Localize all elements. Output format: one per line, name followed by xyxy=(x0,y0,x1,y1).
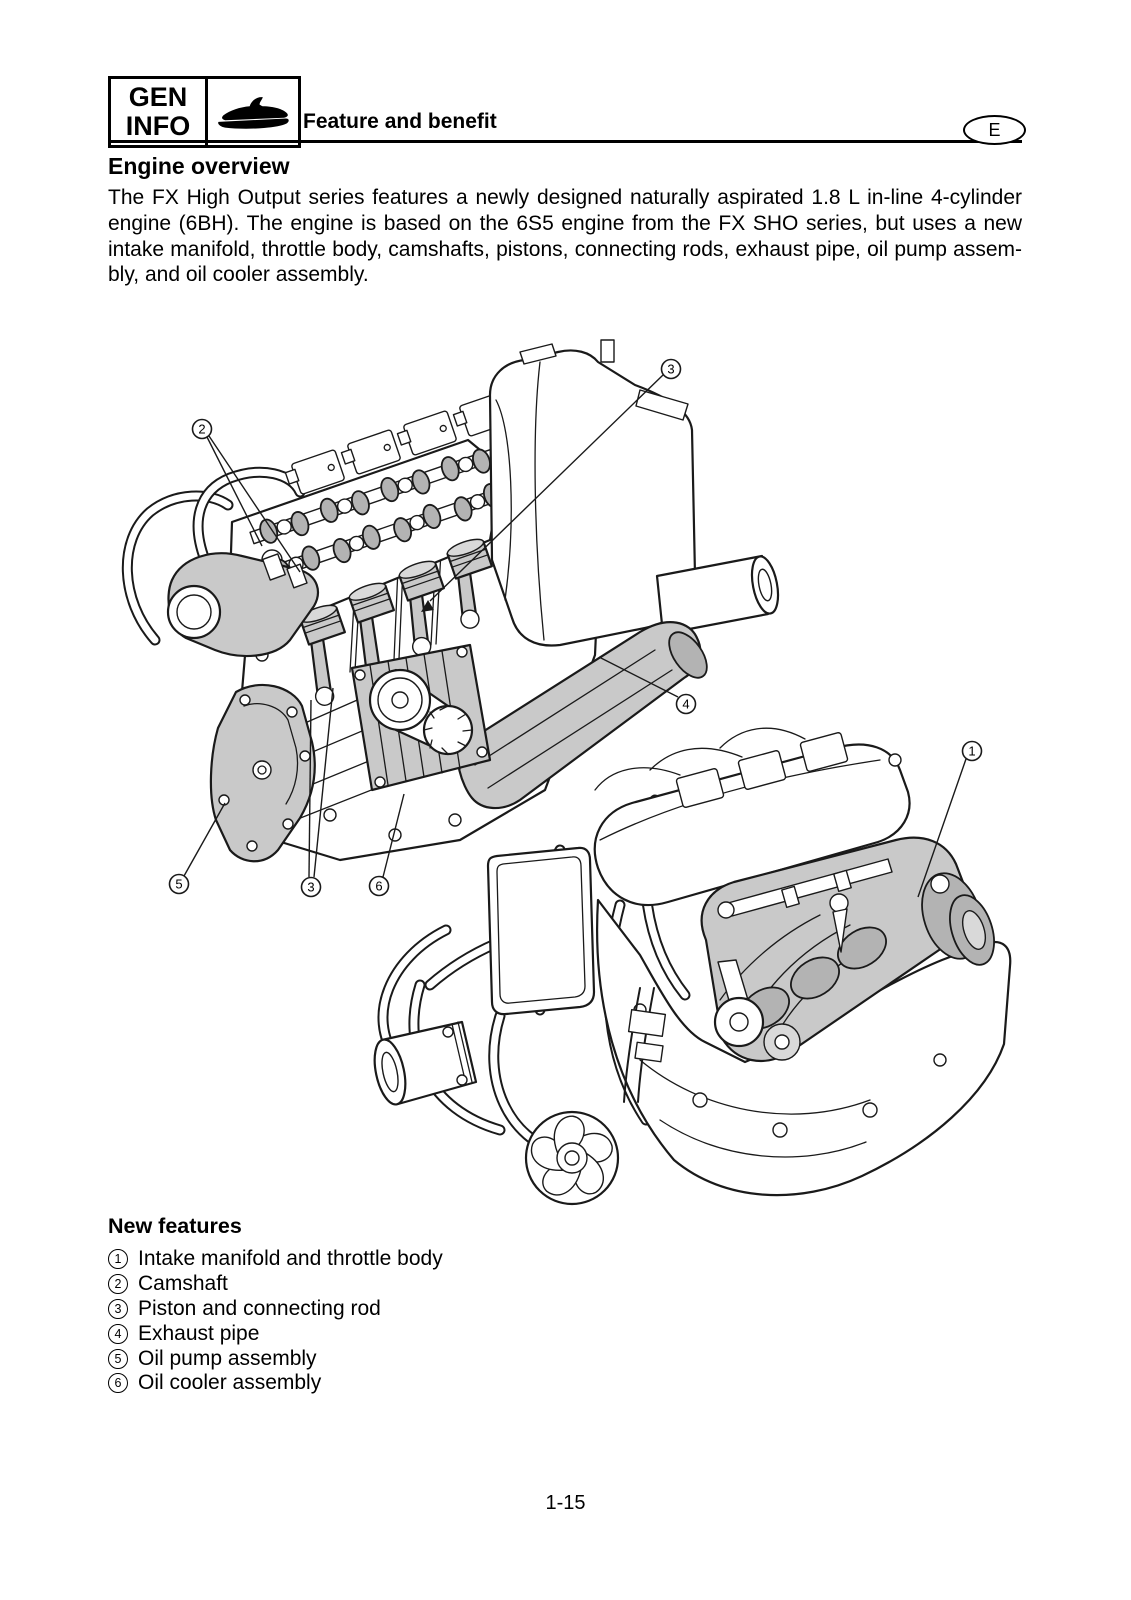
callout-label: 1 xyxy=(968,744,975,759)
feature-item: 5 Oil pump assembly xyxy=(108,1346,708,1371)
output-shaft xyxy=(373,1020,478,1106)
page-section-title: Feature and benefit xyxy=(303,110,497,133)
callout-label: 4 xyxy=(682,697,689,712)
feature-number-badge: 4 xyxy=(108,1323,128,1344)
header-rule xyxy=(108,140,1022,143)
callout-4 xyxy=(675,693,697,715)
engine-figure-1: 2 3 4 5 3 6 xyxy=(121,339,780,898)
feature-label: Oil pump assembly xyxy=(138,1346,317,1370)
throttle-body xyxy=(166,552,319,658)
callout-label: 2 xyxy=(198,422,205,437)
section-tag: GEN INFO xyxy=(111,79,208,145)
feature-number-badge: 1 xyxy=(108,1249,128,1270)
section-tag-line1: GEN xyxy=(128,82,188,112)
feature-label: Piston and connecting rod xyxy=(138,1296,381,1320)
feature-label: Camshaft xyxy=(138,1272,228,1296)
feature-item: 4 Exhaust pipe xyxy=(108,1321,708,1346)
feature-item: 1 Intake manifold and throttle body xyxy=(108,1247,708,1272)
intake-manifold xyxy=(700,836,995,1062)
water-pump-impeller xyxy=(524,1110,620,1206)
pistons-and-rods xyxy=(299,538,493,706)
callout-label: 3 xyxy=(307,880,314,895)
callout-2 xyxy=(191,418,213,440)
figure1-callouts: 2 3 4 5 3 6 xyxy=(168,358,697,898)
feature-label: Oil cooler assembly xyxy=(138,1371,322,1395)
paragraph-line: The FX High Output series features a new… xyxy=(108,186,1022,209)
cylinder-head-cover xyxy=(593,727,911,907)
callout-label: 3 xyxy=(667,362,674,377)
feature-number-badge: 5 xyxy=(108,1348,128,1369)
new-features-heading: New features xyxy=(108,1214,242,1238)
paragraph-line: bly, and oil cooler assembly. xyxy=(108,263,369,287)
paragraph-line: engine (6BH). The engine is based on the… xyxy=(108,211,1022,235)
exhaust-outlet xyxy=(655,554,780,636)
figure2-callouts: 1 xyxy=(917,740,983,898)
feature-item: 6 Oil cooler assembly xyxy=(108,1371,708,1396)
feature-label: Exhaust pipe xyxy=(138,1321,260,1345)
oil-pump-assembly xyxy=(209,683,316,863)
callout-label: 6 xyxy=(375,879,382,894)
callout-3 xyxy=(300,876,322,898)
feature-number-badge: 2 xyxy=(108,1274,128,1295)
callout-1 xyxy=(961,740,983,762)
feature-number-badge: 3 xyxy=(108,1298,128,1319)
flame-arrester-box xyxy=(486,846,596,1016)
intro-paragraph: The FX High Output series features a new… xyxy=(108,185,1022,288)
feature-item: 3 Piston and connecting rod xyxy=(108,1297,708,1322)
callout-5 xyxy=(168,873,190,895)
oil-filter xyxy=(368,668,474,756)
page-number: 1-15 xyxy=(545,1492,586,1514)
language-badge: E xyxy=(963,115,1026,145)
feature-number-badge: 6 xyxy=(108,1373,128,1394)
callout-label: 5 xyxy=(175,877,182,892)
feature-label: Intake manifold and throttle body xyxy=(138,1247,443,1271)
intake-plenum xyxy=(488,339,697,647)
engine-figure-2: 1 xyxy=(373,727,1012,1206)
callout-3 xyxy=(660,358,682,380)
feature-item: 2 Camshaft xyxy=(108,1272,708,1297)
engine-overview-heading: Engine overview xyxy=(108,153,290,179)
new-features-section: New features 1 Intake manifold and throt… xyxy=(108,1214,708,1396)
section-tag-line2: INFO xyxy=(125,111,191,141)
waverunner-icon xyxy=(208,79,298,145)
new-features-list: 1 Intake manifold and throttle body 2 Ca… xyxy=(108,1247,708,1396)
callout-6 xyxy=(368,875,390,897)
exhaust-pipe xyxy=(456,621,708,810)
section-tag-box: GEN INFO xyxy=(108,76,301,148)
paragraph-line: intake manifold, throttle body, camshaft… xyxy=(108,237,1022,261)
